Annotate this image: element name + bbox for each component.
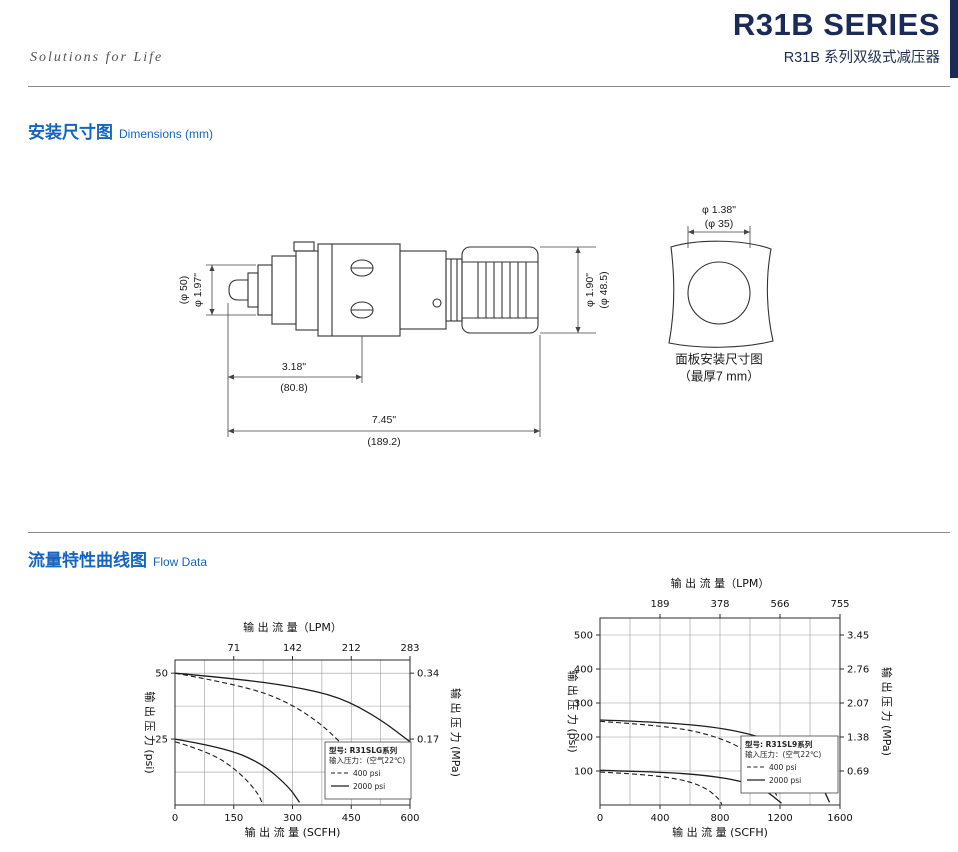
tick-label: 1600 xyxy=(827,813,852,824)
legend-box xyxy=(740,735,839,794)
dim-diameter-left-in: φ 1.97" xyxy=(192,273,204,307)
tick-label: 378 xyxy=(710,599,729,610)
tick-label: 0.69 xyxy=(847,767,869,778)
tick-label: 0.34 xyxy=(417,669,439,680)
tick-label: 755 xyxy=(830,599,849,610)
bottom-axis-title: 输 出 流 量 (SCFH) xyxy=(245,825,341,839)
tick-label: 200 xyxy=(574,733,593,744)
flow-curve-solid xyxy=(174,738,301,803)
dimensions-title-en: Dimensions (mm) xyxy=(119,127,214,141)
tick-label: 600 xyxy=(400,813,419,824)
dimensions-section-title: 安装尺寸图 Dimensions (mm) xyxy=(28,118,213,143)
header-title-block: R31B SERIES R31B 系列双级式减压器 xyxy=(732,7,940,67)
tick-label: 100 xyxy=(574,767,593,778)
dim-diameter-right-in: φ 1.90" xyxy=(584,273,596,307)
bottom-axis-title: 输 出 流 量 (SCFH) xyxy=(672,825,768,839)
tick-label: 3.45 xyxy=(847,631,869,642)
flow-curve-dashed xyxy=(174,741,264,806)
flow-curve-dashed xyxy=(599,771,723,805)
tick-label: 0 xyxy=(172,813,178,824)
tick-label: 2.07 xyxy=(847,699,869,710)
top-axis-title: 输 出 流 量（LPM） xyxy=(671,576,770,590)
dimension-arrowheads xyxy=(209,229,750,434)
legend-input-pressure: 输入压力：(空气22℃) xyxy=(745,749,821,759)
left-axis-title: 输 出 压 力 (psi) xyxy=(143,691,157,773)
right-axis-title: 输 出 压 力 (MPa) xyxy=(449,688,463,777)
tick-label: 300 xyxy=(283,813,302,824)
legend-model: 型号: R31SLG系列 xyxy=(329,745,398,755)
panel-caption-line2: （最厚7 mm） xyxy=(678,369,760,384)
dimension-lines xyxy=(206,226,751,437)
dim-panel-hole-in: φ 1.38" xyxy=(702,204,736,216)
tick-label: 150 xyxy=(224,813,243,824)
tick-label: 25 xyxy=(155,735,168,746)
left-axis-title: 输 出 压 力 (psi) xyxy=(566,670,580,752)
panel-cutout-outline xyxy=(668,240,774,348)
header-accent-bar xyxy=(950,0,958,78)
dim-total-length-in: 7.45" xyxy=(371,414,397,426)
tick-label: 142 xyxy=(283,643,302,654)
dim-body-length-mm: (80.8) xyxy=(280,382,308,394)
tick-label: 0.17 xyxy=(417,735,439,746)
flow-section-title: 流量特性曲线图 Flow Data xyxy=(28,546,207,571)
tick-label: 283 xyxy=(400,643,419,654)
dim-diameter-right-mm: (φ 48.5) xyxy=(598,271,610,309)
series-subtitle: R31B 系列双级式减压器 xyxy=(783,50,940,67)
flow-chart-low-pressure: 输 出 流 量（LPM）71 142 212 283 0 150 300 450 600 输 出 … xyxy=(143,620,463,839)
legend-input-pressure: 输入压力：(空气22℃) xyxy=(329,755,405,765)
dim-body-length-in: 3.18" xyxy=(281,361,307,373)
legend-solid-label: 2000 psi xyxy=(353,782,385,791)
dimensions-title-zh: 安装尺寸图 xyxy=(28,123,113,142)
flow-curve-solid xyxy=(174,672,411,743)
regulator-outline xyxy=(228,241,539,337)
tick-label: 50 xyxy=(155,669,168,680)
brand-tagline: Solutions for Life xyxy=(30,50,164,65)
legend-solid-label: 2000 psi xyxy=(769,776,801,785)
legend-box xyxy=(324,741,412,800)
legend-dashed-label: 400 psi xyxy=(769,763,796,772)
tick-label: 400 xyxy=(650,813,669,824)
flow-title-en: Flow Data xyxy=(153,555,208,569)
tick-label: 71 xyxy=(227,643,240,654)
dim-panel-hole-mm: (φ 35) xyxy=(704,218,734,230)
right-axis-title: 输 出 压 力 (MPa) xyxy=(880,667,894,756)
series-title: R31B SERIES xyxy=(732,7,940,42)
dim-diameter-left-mm: (φ 50) xyxy=(178,275,190,305)
tick-label: 300 xyxy=(574,699,593,710)
tick-label: 212 xyxy=(342,643,361,654)
tick-label: 400 xyxy=(574,665,593,676)
tick-label: 1200 xyxy=(767,813,792,824)
top-axis-title: 输 出 流 量（LPM） xyxy=(243,620,342,634)
panel-caption-line1: 面板安装尺寸图 xyxy=(675,352,763,367)
tick-label: 566 xyxy=(770,599,789,610)
flow-section-divider xyxy=(28,532,950,533)
legend-dashed-label: 400 psi xyxy=(353,769,380,778)
tick-label: 800 xyxy=(710,813,729,824)
dim-total-length-mm: (189.2) xyxy=(367,436,401,448)
tick-label: 500 xyxy=(574,631,593,642)
flow-title-zh: 流量特性曲线图 xyxy=(28,551,147,570)
flow-chart-high-pressure: 输 出 流 量（LPM）189 378 566 755 0 400 800 1200 1600 输… xyxy=(566,576,894,839)
tick-label: 450 xyxy=(342,813,361,824)
tick-label: 0 xyxy=(597,813,603,824)
legend-model: 型号: R31SL9系列 xyxy=(745,739,813,749)
tick-label: 2.76 xyxy=(847,665,869,676)
tick-label: 189 xyxy=(650,599,669,610)
header-divider xyxy=(28,86,950,87)
tick-label: 1.38 xyxy=(847,733,869,744)
